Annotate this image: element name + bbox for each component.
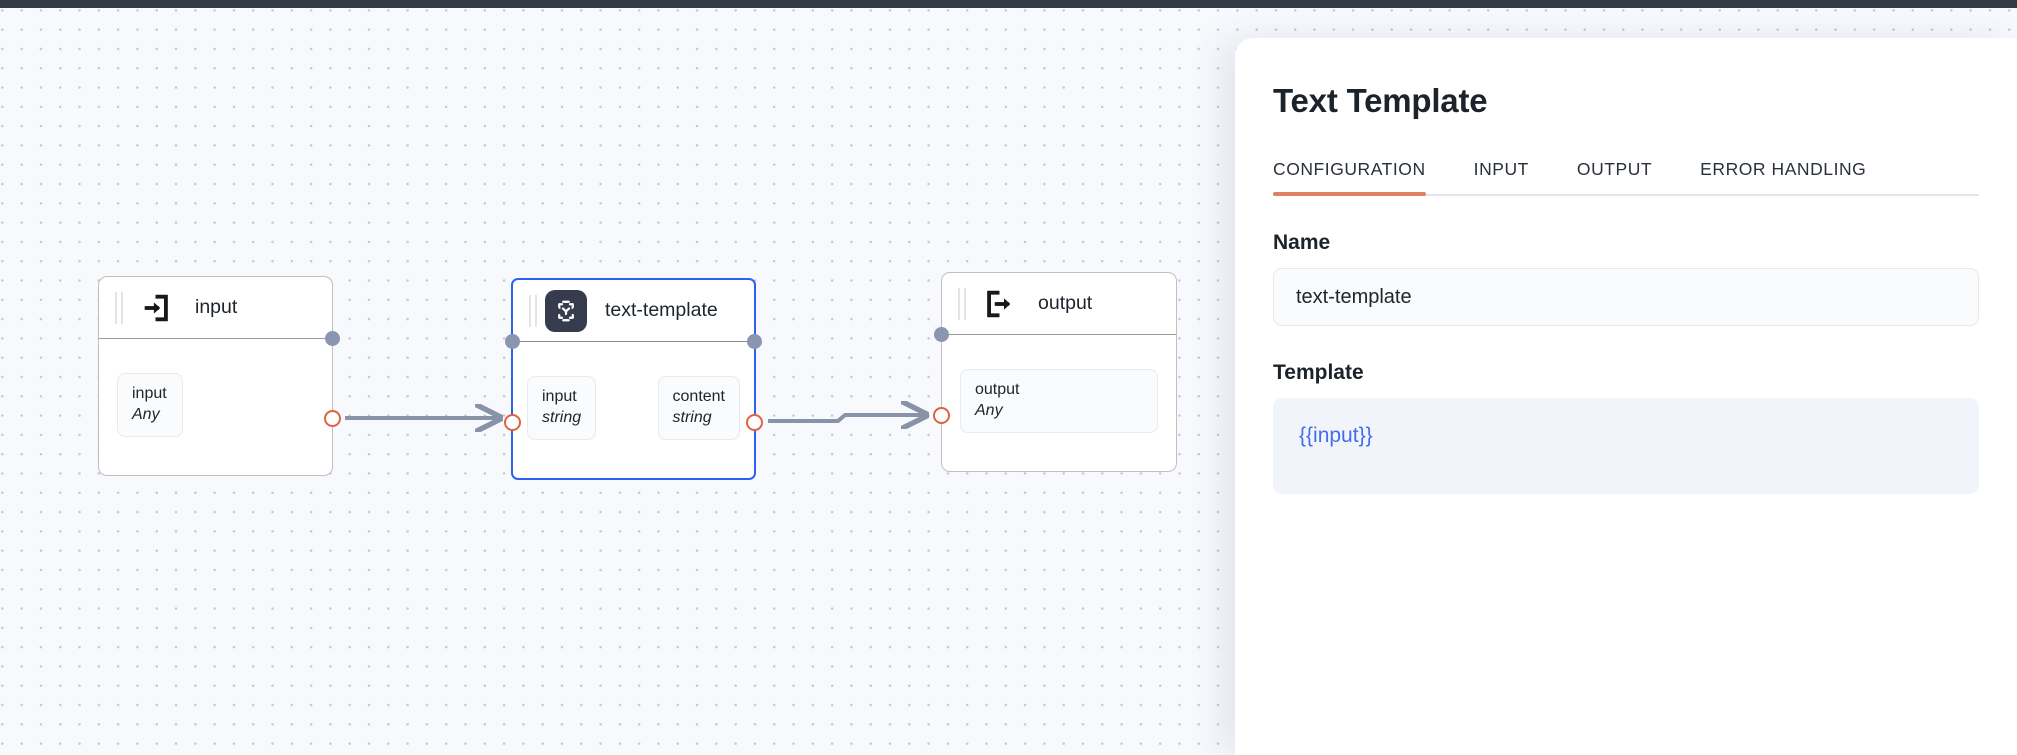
node-output-title: output bbox=[1038, 292, 1093, 314]
port-chip-output[interactable]: output Any bbox=[960, 368, 1158, 434]
template-code-text: {{input}} bbox=[1299, 424, 1373, 447]
edge-template-to-output bbox=[768, 415, 926, 421]
node-text-template-body: input string content string bbox=[513, 342, 754, 478]
sign-in-arrow-icon bbox=[135, 287, 177, 329]
template-code-editor[interactable]: {{input}} bbox=[1273, 398, 1979, 494]
sign-out-arrow-icon bbox=[978, 283, 1020, 325]
panel-tabs: CONFIGURATION INPUT OUTPUT ERROR HANDLIN… bbox=[1273, 159, 1979, 196]
node-input-title: input bbox=[195, 296, 238, 318]
port-type: Any bbox=[132, 405, 160, 423]
port-name: input bbox=[132, 384, 167, 402]
node-text-template-output-handle-top[interactable] bbox=[747, 334, 762, 349]
tab-configuration[interactable]: CONFIGURATION bbox=[1273, 159, 1426, 196]
node-input-output-handle-top[interactable] bbox=[325, 331, 340, 346]
drag-handle-icon[interactable] bbox=[958, 287, 968, 320]
node-text-template[interactable]: text-template input string content strin… bbox=[504, 278, 763, 480]
node-text-template-header[interactable]: text-template bbox=[513, 280, 754, 342]
page-title: Text Template bbox=[1273, 82, 1488, 119]
node-text-template-output-port[interactable] bbox=[746, 414, 763, 431]
port-type: string bbox=[672, 408, 712, 426]
port-name: content bbox=[672, 387, 725, 405]
port-chip-input[interactable]: input Any bbox=[117, 372, 183, 438]
node-text-template-input-port[interactable] bbox=[504, 414, 521, 431]
template-field-label: Template bbox=[1273, 361, 1364, 384]
node-output-body: output Any bbox=[942, 335, 1176, 471]
node-output-input-handle-top[interactable] bbox=[934, 327, 949, 342]
port-type: string bbox=[542, 408, 582, 426]
transform-scan-icon bbox=[545, 289, 587, 332]
node-input[interactable]: input input Any bbox=[98, 276, 341, 476]
top-bar bbox=[0, 0, 2017, 8]
drag-handle-icon[interactable] bbox=[115, 291, 125, 324]
port-chip-input[interactable]: input string bbox=[527, 375, 597, 441]
port-name: output bbox=[975, 380, 1020, 398]
node-text-template-input-handle-top[interactable] bbox=[505, 334, 520, 349]
node-details-panel: Text Template CONFIGURATION INPUT OUTPUT… bbox=[1235, 38, 2017, 755]
node-input-header[interactable]: input bbox=[99, 277, 332, 339]
node-input-body: input Any bbox=[99, 339, 332, 475]
tab-error-handling[interactable]: ERROR HANDLING bbox=[1700, 159, 1867, 179]
tab-input[interactable]: INPUT bbox=[1473, 159, 1529, 179]
port-type: Any bbox=[975, 401, 1003, 419]
port-name: input bbox=[542, 387, 577, 405]
drag-handle-icon[interactable] bbox=[529, 294, 539, 327]
name-field-label: Name bbox=[1273, 231, 1331, 254]
node-input-output-port[interactable] bbox=[324, 410, 341, 427]
port-chip-content[interactable]: content string bbox=[657, 375, 740, 441]
node-output[interactable]: output output Any bbox=[933, 272, 1177, 472]
tab-output[interactable]: OUTPUT bbox=[1576, 159, 1653, 179]
node-text-template-title: text-template bbox=[605, 299, 718, 321]
node-output-header[interactable]: output bbox=[942, 273, 1176, 335]
node-output-input-port[interactable] bbox=[933, 407, 950, 424]
name-input[interactable] bbox=[1273, 268, 1979, 326]
